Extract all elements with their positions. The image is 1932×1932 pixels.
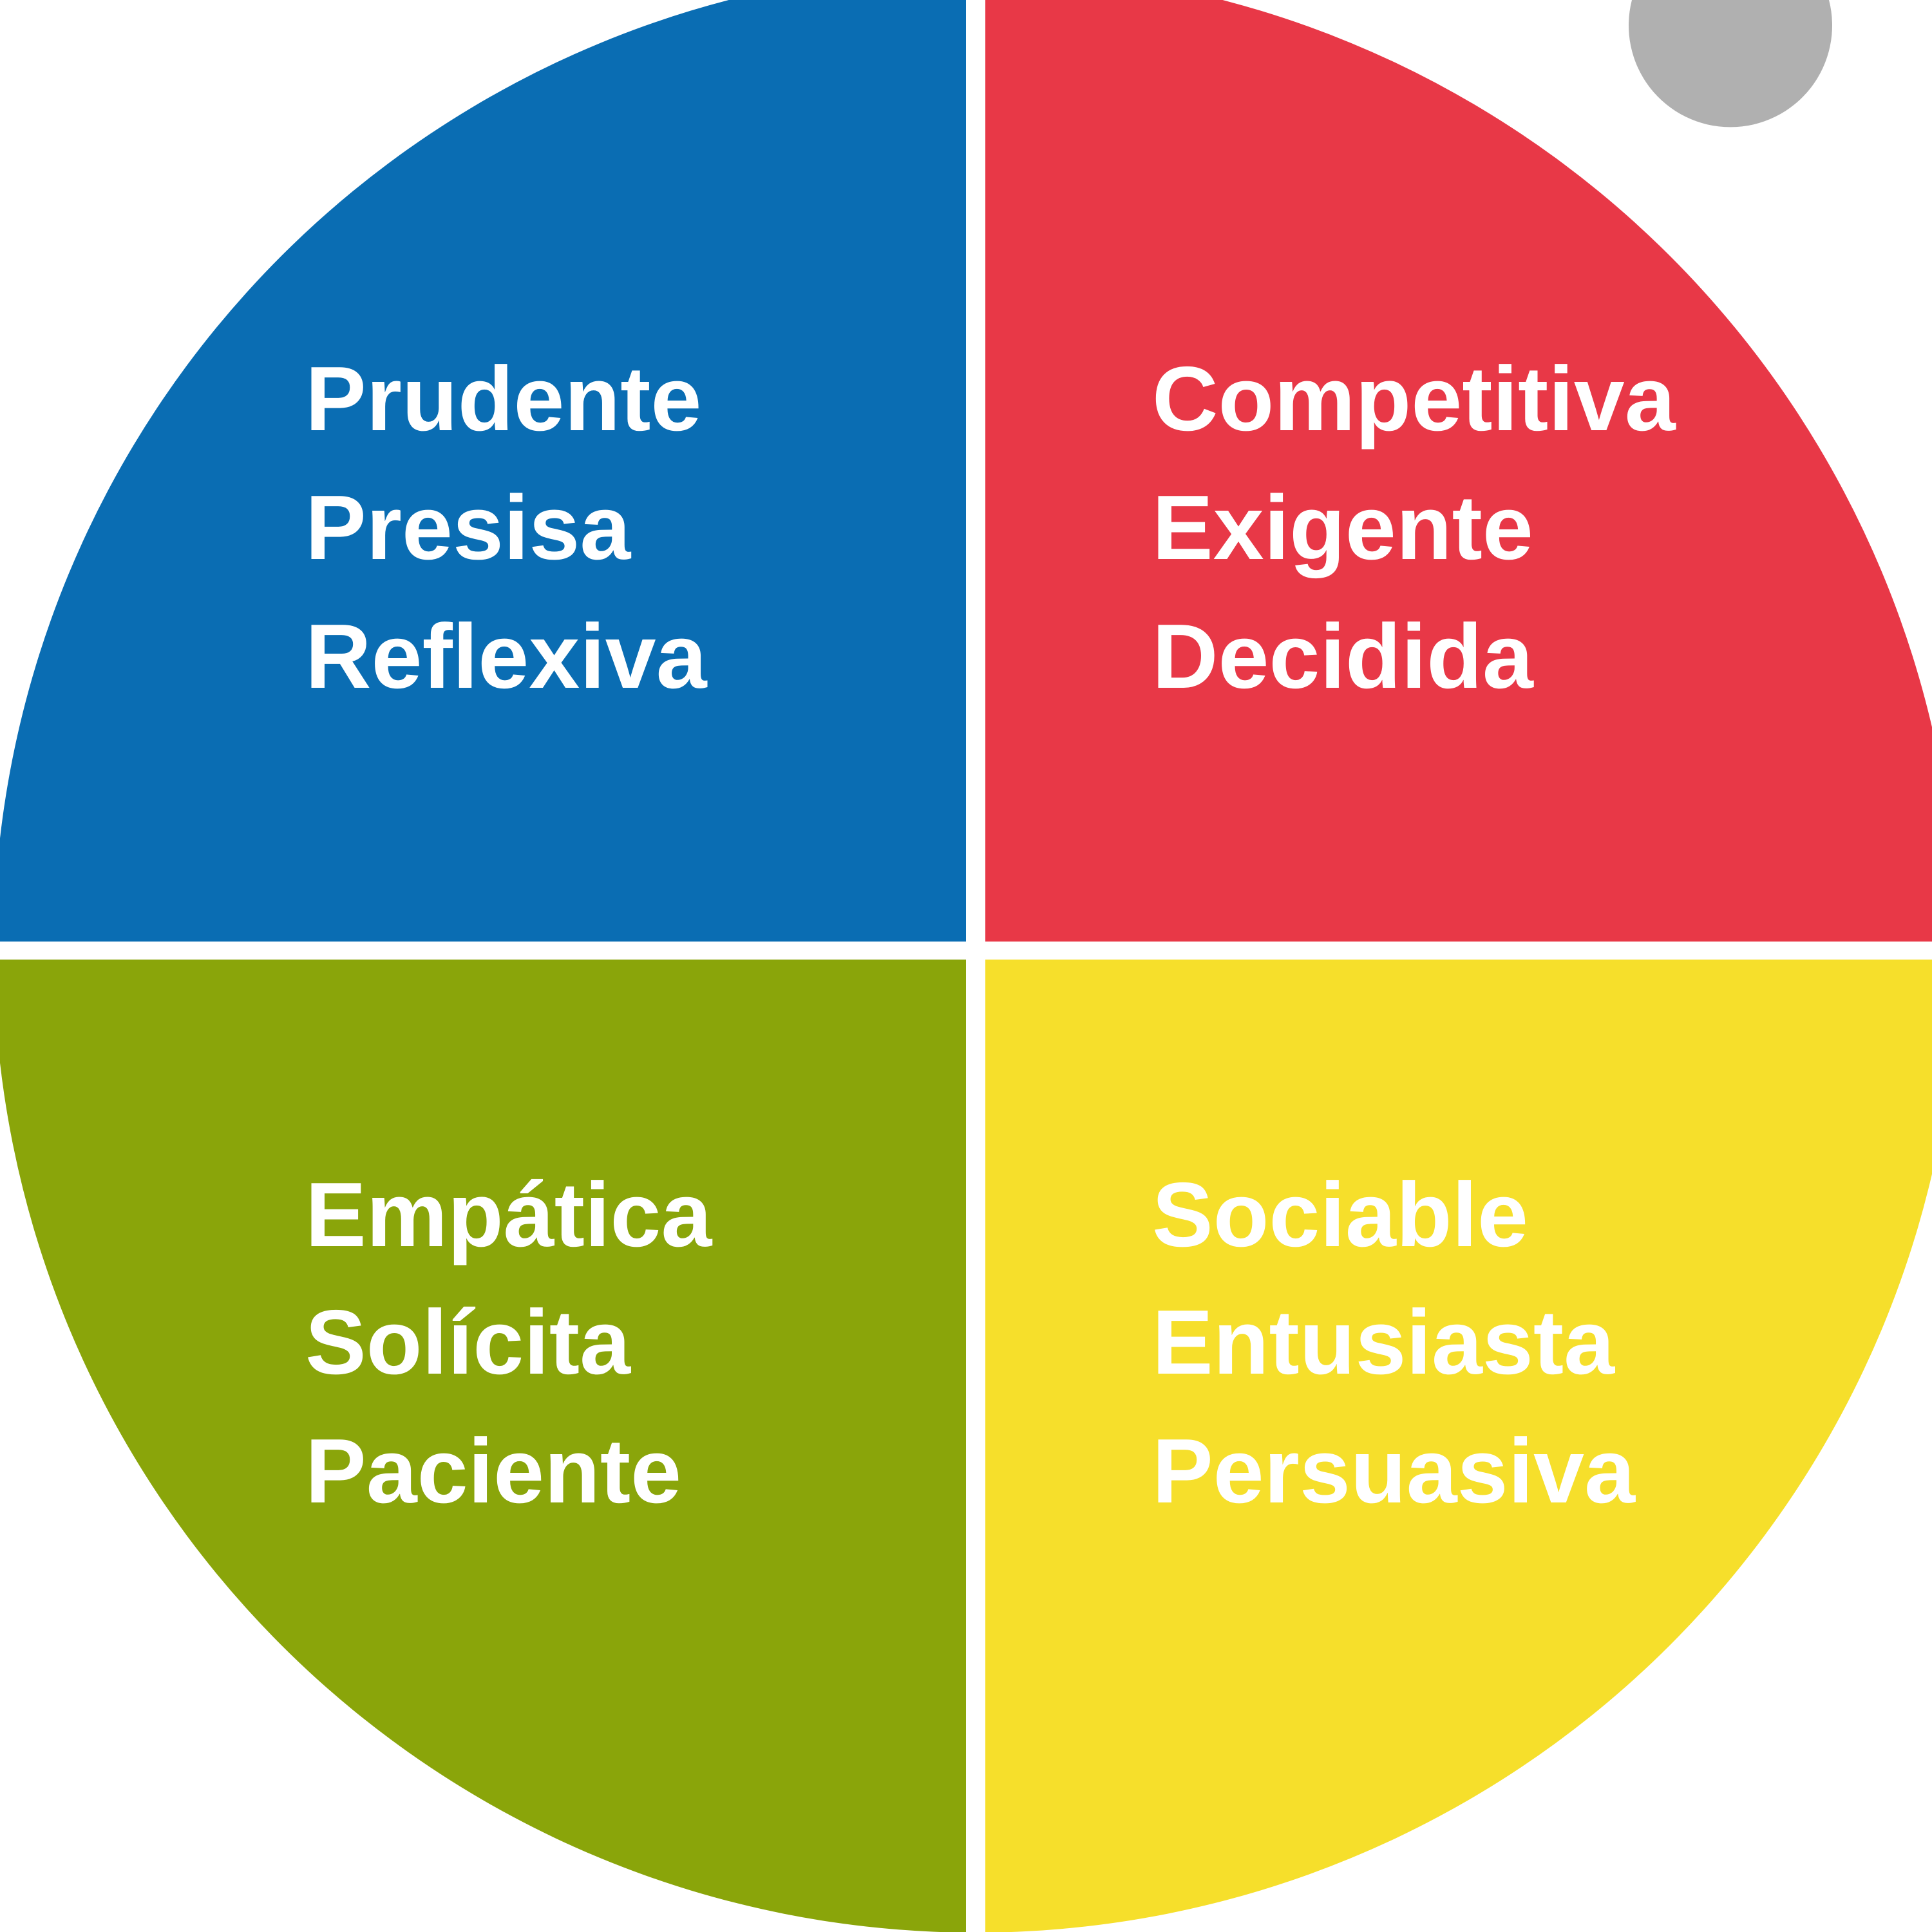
trait-label: Sociable: [1152, 1164, 1528, 1266]
corner-badge-icon[interactable]: [1629, 0, 1832, 128]
quadrant-red: [985, 0, 1932, 942]
trait-label: Persuasiva: [1152, 1420, 1636, 1522]
trait-label: Paciente: [305, 1420, 681, 1522]
trait-label: Entusiasta: [1152, 1291, 1615, 1394]
trait-label: Presisa: [305, 477, 631, 579]
trait-label: Prudente: [305, 348, 701, 450]
trait-label: Competitiva: [1152, 348, 1676, 450]
trait-label: Decidida: [1152, 605, 1534, 708]
quadrant-blue: [0, 0, 966, 942]
trait-label: Empática: [305, 1164, 712, 1266]
trait-label: Reflexiva: [305, 605, 708, 708]
trait-label: Solícita: [305, 1291, 631, 1394]
trait-label: Exigente: [1152, 477, 1533, 579]
